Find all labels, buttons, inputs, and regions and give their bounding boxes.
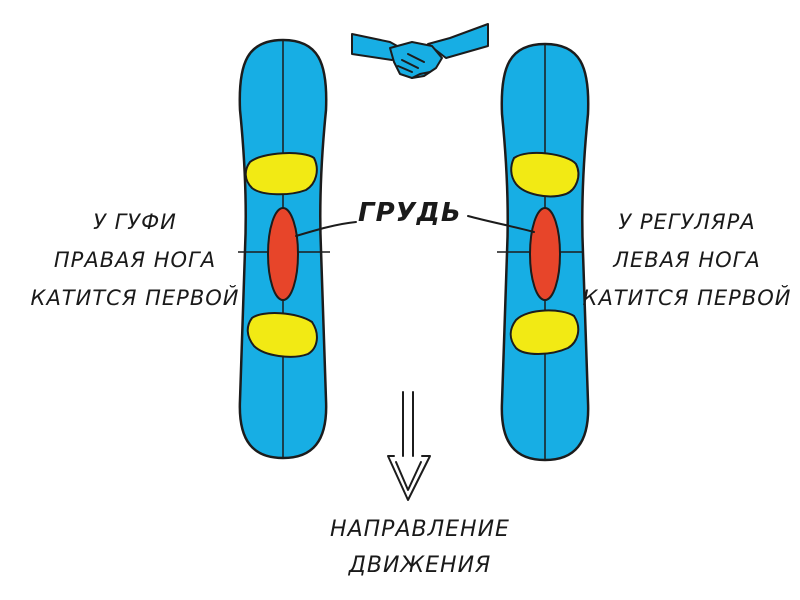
left-snowboard — [238, 38, 330, 460]
handshake-icon — [351, 23, 489, 79]
left-back-binding — [246, 312, 318, 358]
chest-pointer-right — [467, 215, 535, 233]
goofy-caption: У ГУФИ ПРАВАЯ НОГА КАТИТСЯ ПЕРВОЙ — [30, 203, 240, 317]
direction-caption-line-1: НАПРАВЛЕНИЕ — [330, 517, 510, 542]
chest-pointer-left — [295, 221, 357, 237]
arrow-down-icon — [387, 391, 431, 501]
chest-label: ГРУДЬ — [358, 198, 462, 228]
right-snowboard — [497, 42, 590, 462]
right-front-binding — [510, 151, 580, 198]
right-back-binding — [509, 309, 580, 355]
regular-caption-line-1: У РЕГУЛЯРА — [618, 210, 756, 234]
goofy-caption-line-2: ПРАВАЯ НОГА — [53, 248, 217, 272]
right-chest-marker — [529, 207, 561, 301]
left-chest-marker — [267, 207, 299, 301]
goofy-caption-line-3: КАТИТСЯ ПЕРВОЙ — [30, 286, 240, 310]
direction-caption-line-2: ДВИЖЕНИЯ — [348, 553, 492, 578]
regular-caption-line-2: ЛЕВАЯ НОГА — [613, 248, 761, 272]
goofy-caption-line-1: У ГУФИ — [93, 210, 177, 234]
regular-caption-line-3: КАТИТСЯ ПЕРВОЙ — [582, 286, 792, 310]
regular-caption: У РЕГУЛЯРА ЛЕВАЯ НОГА КАТИТСЯ ПЕРВОЙ — [582, 203, 792, 317]
left-front-binding — [244, 152, 318, 196]
direction-caption: НАПРАВЛЕНИЕ ДВИЖЕНИЯ — [320, 512, 520, 584]
